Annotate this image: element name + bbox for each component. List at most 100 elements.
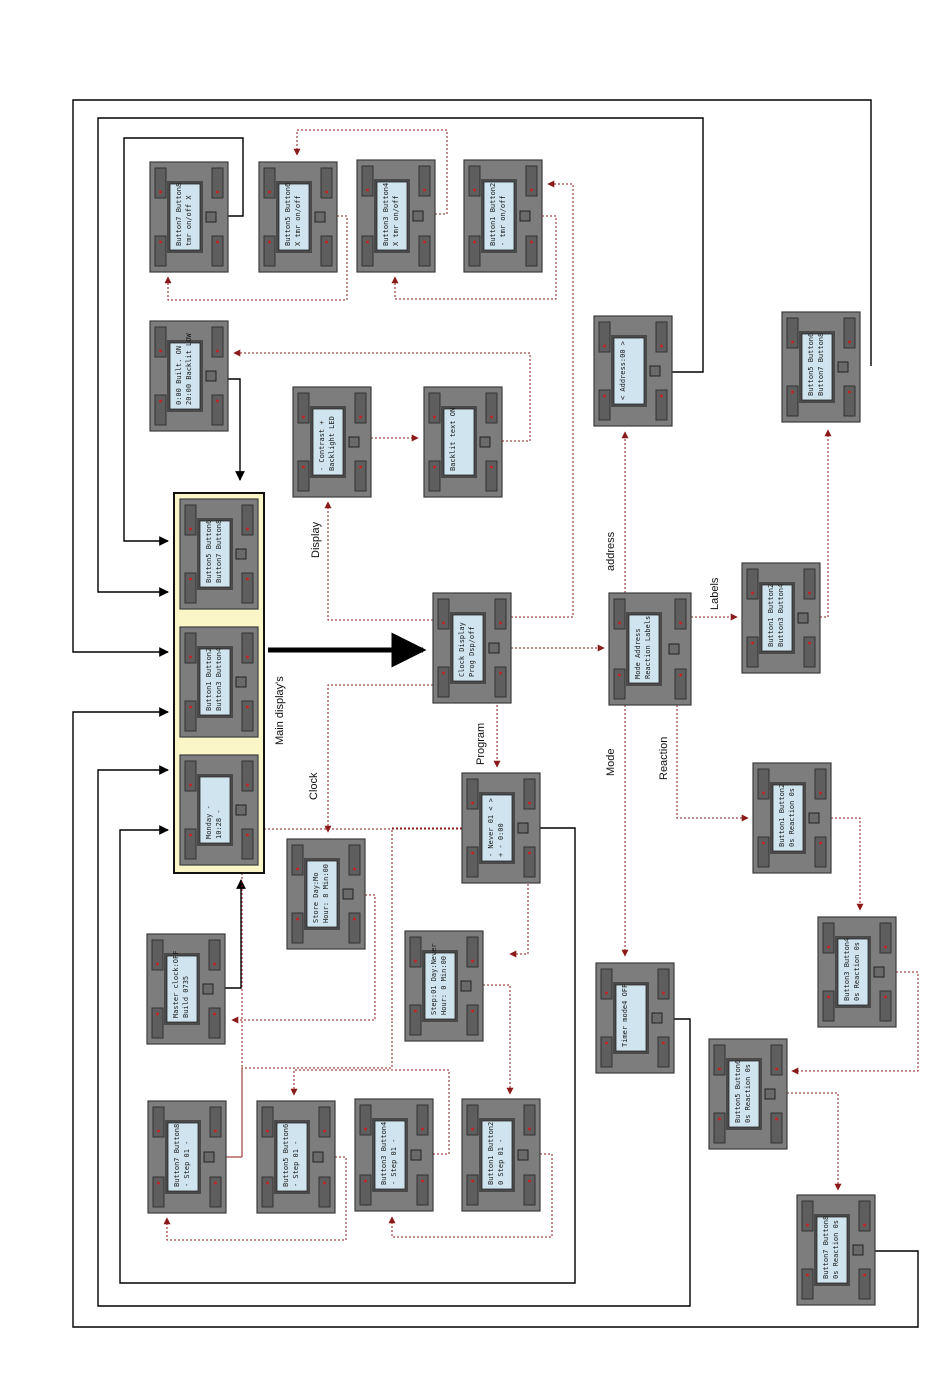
device-button[interactable] — [291, 912, 304, 944]
device-button[interactable] — [209, 1106, 222, 1138]
center-button[interactable] — [488, 642, 500, 654]
device-button[interactable] — [674, 598, 687, 630]
device-button[interactable] — [468, 235, 481, 267]
device-button[interactable] — [613, 668, 626, 700]
device-button[interactable] — [154, 394, 167, 426]
device-button[interactable] — [418, 235, 431, 267]
center-button[interactable] — [852, 1244, 864, 1256]
center-button[interactable] — [412, 210, 424, 222]
device-button[interactable] — [154, 167, 167, 199]
center-button[interactable] — [764, 1088, 776, 1100]
device-button[interactable] — [657, 968, 670, 1000]
center-button[interactable] — [205, 370, 217, 382]
device-button[interactable] — [348, 844, 361, 876]
center-button[interactable] — [342, 888, 354, 900]
device-button[interactable] — [354, 460, 367, 492]
center-button[interactable] — [460, 980, 472, 992]
device-button[interactable] — [657, 1036, 670, 1068]
device-button[interactable] — [184, 504, 197, 536]
device-button[interactable] — [525, 235, 538, 267]
device-button[interactable] — [523, 1174, 536, 1206]
device-button[interactable] — [416, 1174, 429, 1206]
device-button[interactable] — [598, 389, 611, 421]
device-button[interactable] — [757, 768, 770, 800]
center-button[interactable] — [517, 822, 529, 834]
device-button[interactable] — [786, 385, 799, 417]
device-button[interactable] — [261, 1106, 274, 1138]
device-button[interactable] — [361, 235, 374, 267]
center-button[interactable] — [314, 211, 326, 223]
device-button[interactable] — [359, 1104, 372, 1136]
device-button[interactable] — [209, 1176, 222, 1208]
device-button[interactable] — [241, 504, 254, 536]
device-button[interactable] — [409, 1004, 422, 1036]
center-button[interactable] — [410, 1149, 422, 1161]
device-button[interactable] — [318, 1106, 331, 1138]
device-button[interactable] — [184, 632, 197, 664]
device-button[interactable] — [655, 389, 668, 421]
device-button[interactable] — [263, 235, 276, 267]
device-button[interactable] — [770, 1112, 783, 1144]
device-button[interactable] — [814, 768, 827, 800]
device-button[interactable] — [208, 939, 221, 971]
device-button[interactable] — [241, 632, 254, 664]
device-button[interactable] — [858, 1200, 871, 1232]
device-button[interactable] — [184, 760, 197, 792]
device-button[interactable] — [241, 572, 254, 604]
device-button[interactable] — [525, 165, 538, 197]
device-button[interactable] — [154, 235, 167, 267]
device-button[interactable] — [211, 167, 224, 199]
device-button[interactable] — [241, 760, 254, 792]
device-button[interactable] — [320, 235, 333, 267]
device-button[interactable] — [858, 1268, 871, 1300]
device-button[interactable] — [354, 392, 367, 424]
center-button[interactable] — [348, 436, 360, 448]
device-button[interactable] — [359, 1174, 372, 1206]
device-button[interactable] — [261, 1176, 274, 1208]
device-button[interactable] — [879, 922, 892, 954]
device-button[interactable] — [655, 321, 668, 353]
center-button[interactable] — [517, 1149, 529, 1161]
device-button[interactable] — [757, 836, 770, 868]
center-button[interactable] — [837, 361, 849, 373]
device-button[interactable] — [466, 1104, 479, 1136]
device-button[interactable] — [297, 460, 310, 492]
device-button[interactable] — [211, 394, 224, 426]
device-button[interactable] — [466, 1174, 479, 1206]
center-button[interactable] — [235, 548, 247, 560]
center-button[interactable] — [873, 966, 885, 978]
center-button[interactable] — [312, 1151, 324, 1163]
device-button[interactable] — [879, 990, 892, 1022]
center-button[interactable] — [651, 1012, 663, 1024]
device-button[interactable] — [843, 385, 856, 417]
device-button[interactable] — [151, 1007, 164, 1039]
device-button[interactable] — [211, 235, 224, 267]
device-button[interactable] — [208, 1007, 221, 1039]
device-button[interactable] — [814, 836, 827, 868]
device-button[interactable] — [184, 828, 197, 860]
device-button[interactable] — [466, 846, 479, 878]
device-button[interactable] — [494, 598, 507, 630]
device-button[interactable] — [211, 326, 224, 358]
device-button[interactable] — [786, 317, 799, 349]
device-button[interactable] — [822, 990, 835, 1022]
center-button[interactable] — [205, 211, 217, 223]
device-button[interactable] — [437, 598, 450, 630]
device-button[interactable] — [600, 1036, 613, 1068]
device-button[interactable] — [418, 165, 431, 197]
center-button[interactable] — [649, 365, 661, 377]
device-button[interactable] — [523, 1104, 536, 1136]
device-button[interactable] — [437, 666, 450, 698]
device-button[interactable] — [466, 778, 479, 810]
device-button[interactable] — [297, 392, 310, 424]
center-button[interactable] — [808, 812, 820, 824]
device-button[interactable] — [361, 165, 374, 197]
device-button[interactable] — [523, 778, 536, 810]
center-button[interactable] — [202, 983, 214, 995]
device-button[interactable] — [485, 392, 498, 424]
device-button[interactable] — [600, 968, 613, 1000]
device-button[interactable] — [713, 1112, 726, 1144]
device-button[interactable] — [801, 1200, 814, 1232]
device-button[interactable] — [613, 598, 626, 630]
device-button[interactable] — [428, 460, 441, 492]
